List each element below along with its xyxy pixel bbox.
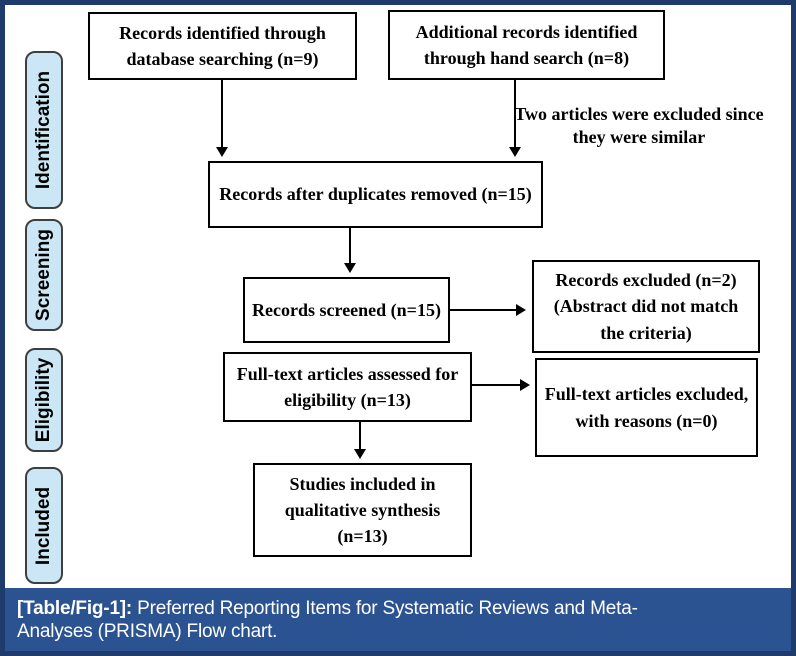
stage-identification: Identification <box>25 51 63 209</box>
stage-eligibility: Eligibility <box>25 348 63 452</box>
box-fulltext-assessed: Full-text articles assessed for eligibil… <box>223 352 472 422</box>
arrow-screened-to-excluded-head <box>516 304 526 316</box>
note-articles-excluded: Two articles were excluded since they we… <box>514 104 764 148</box>
stage-included-label: Included <box>33 486 54 565</box>
figure-caption-bar: [Table/Fig-1]: Preferred Reporting Items… <box>5 588 791 651</box>
arrow-duplicates-to-screened-head <box>344 263 356 273</box>
arrow-hand-to-duplicates-head <box>509 147 521 157</box>
stage-screening-label: Screening <box>33 229 54 321</box>
arrow-assessed-to-included-head <box>354 449 366 459</box>
box-fulltext-excluded: Full-text articles excluded, with reason… <box>535 358 758 457</box>
box-records-database: Records identified through database sear… <box>88 12 357 80</box>
box-studies-included: Studies included in qualitative synthesi… <box>253 463 472 557</box>
stage-identification-label: Identification <box>33 70 55 190</box>
arrow-db-to-duplicates-line <box>221 80 223 148</box>
arrow-assessed-to-ftexcluded-line <box>472 384 520 386</box>
box-records-screened: Records screened (n=15) <box>243 277 450 343</box>
figure-caption-text: Preferred Reporting Items for Systematic… <box>17 598 638 642</box>
arrow-assessed-to-included-line <box>359 422 361 450</box>
arrow-db-to-duplicates-head <box>216 147 228 157</box>
arrow-duplicates-to-screened-line <box>349 228 351 264</box>
arrow-screened-to-excluded-line <box>450 309 516 311</box>
stage-included: Included <box>25 467 63 584</box>
figure-caption-tag: [Table/Fig-1]: <box>17 598 133 619</box>
arrow-hand-to-duplicates-line <box>514 80 516 148</box>
arrow-assessed-to-ftexcluded-head <box>520 379 530 391</box>
box-records-hand-search: Additional records identified through ha… <box>388 10 665 80</box>
stage-screening: Screening <box>25 219 63 331</box>
box-duplicates-removed: Records after duplicates removed (n=15) <box>208 161 543 228</box>
stage-eligibility-label: Eligibility <box>33 357 55 443</box>
box-records-excluded: Records excluded (n=2) (Abstract did not… <box>532 260 760 353</box>
